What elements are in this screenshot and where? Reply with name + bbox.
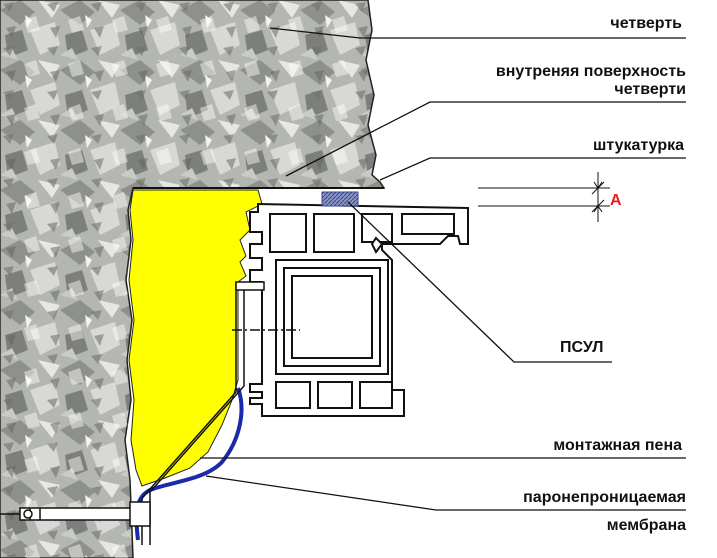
leader-plaster [379,157,686,181]
label-inner-surface-1: внутреняя поверхность [496,63,686,80]
label-plaster: штукатурка [593,137,684,154]
mounting-foam [128,189,263,487]
leader-membrane [205,475,686,511]
leader-psul [347,201,612,363]
label-psul: ПСУЛ [560,339,603,356]
anchor-bolt [0,501,151,527]
leader-inner-surface [285,101,686,177]
psul-tape [321,191,359,207]
dimension-a-label: А [610,192,622,209]
leader-quarter [269,27,686,39]
label-membrane-1: паронепроницаемая [523,489,686,506]
label-foam: монтажная пена [553,437,682,454]
label-quarter: четверть [610,15,682,32]
label-membrane-2: мембрана [607,517,686,534]
window-frame-profile [249,202,469,417]
dimension-a [478,172,610,222]
label-inner-surface-2: четверти [614,81,686,98]
